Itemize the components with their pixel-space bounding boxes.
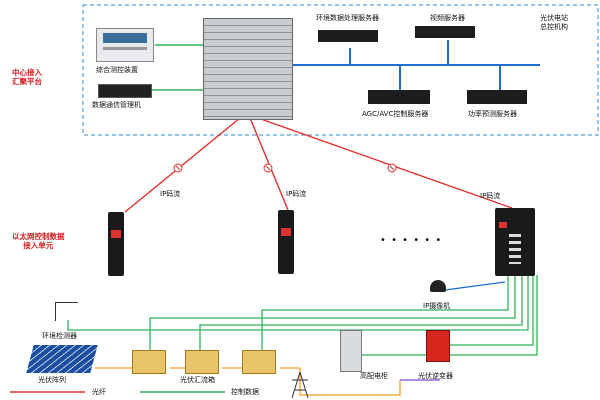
comm-manager-label: 数据通信管理机 xyxy=(92,101,141,109)
legend-control-label: 控制数据 xyxy=(231,388,259,396)
ip-stream-label-3: IP码流 xyxy=(480,192,501,200)
env-server-label: 环境数据处理服务器 xyxy=(316,14,379,22)
combiner-box-icon xyxy=(132,350,166,374)
distribution-cabinet-icon xyxy=(340,330,362,372)
video-server-icon xyxy=(415,26,475,38)
env-monitor-label: 环境检测器 xyxy=(42,332,77,340)
ip-camera-label: IP摄像机 xyxy=(423,302,451,310)
ip-stream-label-1: IP码流 xyxy=(160,190,181,198)
combiner-box-icon xyxy=(185,350,219,374)
legend-fiber-label: 光纤 xyxy=(92,388,106,396)
comprehensive-device-label: 综合测控装置 xyxy=(96,66,138,74)
ip-stream-label-2: IP码流 xyxy=(286,190,307,198)
switch-icon xyxy=(495,208,535,276)
ip-camera-icon xyxy=(430,280,446,292)
distribution-cabinet-label: 高配电柜 xyxy=(360,372,388,380)
inverter-icon xyxy=(426,330,450,362)
switch-icon xyxy=(278,210,294,274)
comm-manager-icon xyxy=(98,84,152,98)
switch-icon xyxy=(108,212,124,276)
combiner-box-icon xyxy=(242,350,276,374)
fiber-line-1 xyxy=(124,117,241,213)
power-forecast-label: 功率预测服务器 xyxy=(468,110,517,118)
agc-server-icon xyxy=(368,90,430,104)
power-forecast-server-icon xyxy=(467,90,527,104)
more-devices-ellipsis: • • • • • • xyxy=(380,235,443,246)
inverter-label: 光伏逆变器 xyxy=(418,372,453,380)
central-rack-icon xyxy=(203,18,293,120)
pv-station-label: 光伏电站 总控机构 xyxy=(540,14,568,31)
ethernet-unit-label: 以太网控制数据 接入单元 xyxy=(12,232,65,250)
env-monitor-icon xyxy=(55,302,78,321)
video-server-label: 视频服务器 xyxy=(430,14,465,22)
comprehensive-device-icon xyxy=(96,28,154,62)
env-server-icon xyxy=(318,30,378,42)
agc-server-label: AGC/AVC控制服务器 xyxy=(362,110,429,118)
pv-array-label: 光伏阵列 xyxy=(38,376,66,384)
fiber-line-3 xyxy=(257,117,513,209)
center-platform-border xyxy=(82,4,599,136)
center-platform-label: 中心接入 汇聚平台 xyxy=(12,68,42,86)
combiner-box-label: 光伏汇流箱 xyxy=(180,376,215,384)
